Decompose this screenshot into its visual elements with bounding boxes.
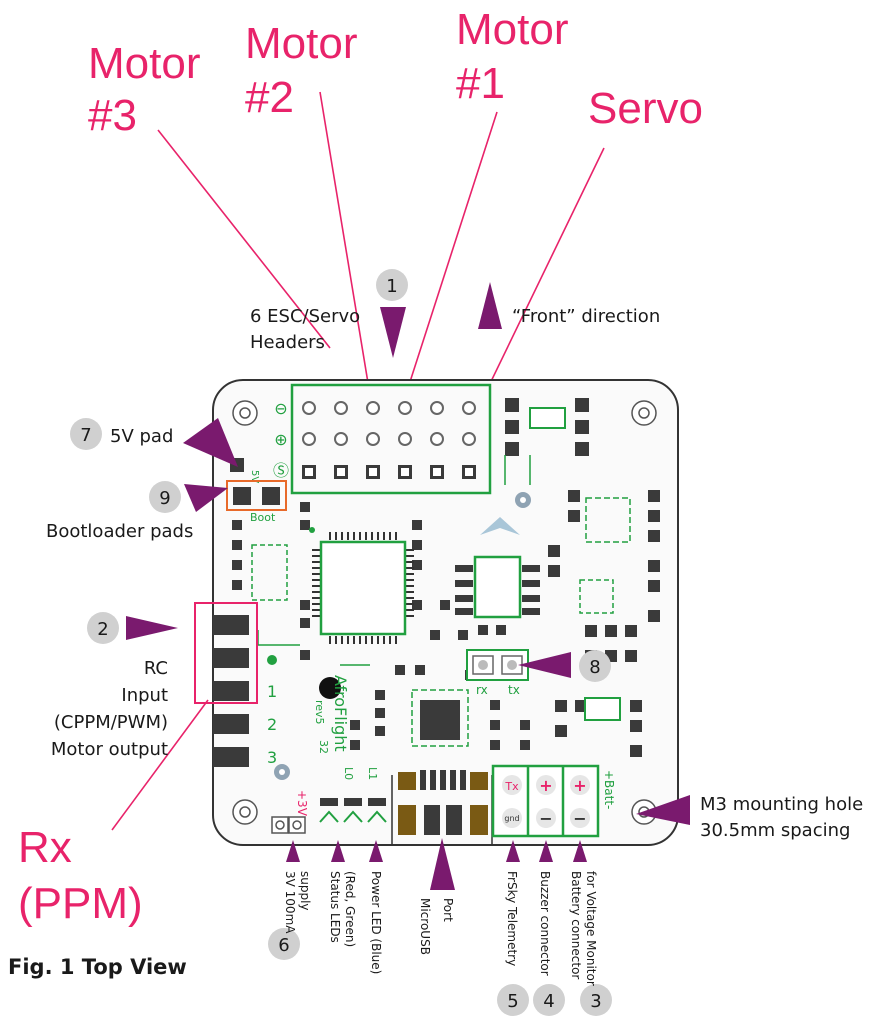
pin-1-silk: 1 bbox=[267, 682, 277, 701]
battery-label-line1: Battery connector bbox=[569, 871, 583, 979]
pin-3-silk: 3 bbox=[267, 748, 277, 767]
boot-pad-left bbox=[233, 487, 251, 505]
usb-ic bbox=[420, 700, 460, 740]
battery-minus: − bbox=[573, 809, 586, 828]
esc-servo-headers bbox=[290, 383, 492, 495]
rx-label-line1: Rx bbox=[18, 823, 72, 872]
buzzer-label: Buzzer connector bbox=[538, 871, 552, 976]
brand-num-silk: 32 bbox=[317, 740, 330, 754]
rc-input-label-line3: (CPPM/PWM) bbox=[54, 712, 168, 733]
green-dot bbox=[267, 655, 277, 665]
figure-caption: Fig. 1 Top View bbox=[8, 955, 187, 979]
5v-pad-label: 5V pad bbox=[110, 426, 173, 447]
status-leds-label-line1: Status LEDs bbox=[328, 871, 342, 943]
soic-chip bbox=[455, 555, 540, 619]
mounting-hole-label-line2: 30.5mm spacing bbox=[700, 820, 850, 841]
boot-silk: Boot bbox=[250, 511, 276, 524]
microusb-port bbox=[391, 770, 493, 845]
battery-plus: + bbox=[573, 776, 586, 795]
badge-5: 5 bbox=[507, 991, 518, 1012]
power-led-label: Power LED (Blue) bbox=[369, 871, 383, 974]
front-direction-label: “Front” direction bbox=[512, 306, 660, 327]
badge-6: 6 bbox=[278, 935, 289, 956]
microusb-label-line2: Port bbox=[441, 898, 455, 922]
mounting-holes bbox=[232, 400, 657, 825]
rx-silk: rx bbox=[476, 683, 488, 697]
badge-7: 7 bbox=[80, 425, 91, 446]
l0-silk: L0 bbox=[342, 767, 355, 780]
motor1-label-line1: Motor bbox=[456, 5, 568, 54]
esc-headers-label-line2: Headers bbox=[250, 332, 325, 353]
rx-label-line2: (PPM) bbox=[18, 879, 143, 928]
supply-label-line2: supply bbox=[298, 871, 312, 911]
gnd-pad-label: gnd bbox=[504, 814, 519, 823]
batt-silk: +Batt- bbox=[602, 770, 616, 809]
black-dot bbox=[319, 677, 341, 699]
badge-1: 1 bbox=[386, 276, 397, 297]
brand-silk: AfroFlight bbox=[331, 675, 350, 752]
callout-lines bbox=[111, 91, 605, 831]
rc-input-pads bbox=[194, 602, 258, 767]
tx-pad-label: Tx bbox=[504, 780, 519, 793]
badge-9: 9 bbox=[159, 488, 170, 509]
badge-2: 2 bbox=[97, 619, 108, 640]
motor2-label-line2: #2 bbox=[245, 73, 294, 122]
rc-input-label-line2: Input bbox=[121, 685, 168, 706]
badge-3: 3 bbox=[590, 991, 601, 1012]
motor1-label-line2: #1 bbox=[456, 59, 505, 108]
rc-input-label-line1: RC bbox=[144, 658, 168, 679]
pointer-arrows bbox=[126, 282, 690, 890]
bootloader-pads-label: Bootloader pads bbox=[46, 521, 193, 542]
servo-label: Servo bbox=[588, 84, 703, 133]
v3-silk: +3V bbox=[295, 790, 309, 817]
number-badges bbox=[70, 269, 612, 1016]
bootloader-pads-outline bbox=[226, 480, 287, 511]
tx-silk: tx bbox=[508, 683, 520, 697]
5v-silk: 5V bbox=[249, 470, 260, 483]
3v-supply-pads bbox=[271, 816, 306, 834]
badge-4: 4 bbox=[543, 991, 554, 1012]
power-connectors bbox=[491, 764, 600, 838]
motor2-label-line1: Motor bbox=[245, 19, 357, 68]
front-chevron-mark bbox=[480, 517, 520, 535]
battery-label-line2: for Voltage Monitor bbox=[584, 871, 598, 986]
microusb-label-line1: MicroUSB bbox=[418, 898, 432, 955]
frsky-label: FrSky Telemetry bbox=[505, 871, 519, 966]
supply-label-line1: 3V 100mA bbox=[283, 871, 297, 934]
esc-headers-label-line1: 6 ESC/Servo bbox=[250, 306, 360, 327]
minus-symbol: ⊖ bbox=[274, 399, 287, 418]
status-leds-label-line2: (Red, Green) bbox=[343, 871, 357, 947]
status-leds bbox=[319, 798, 387, 823]
buzzer-plus: + bbox=[539, 776, 552, 795]
buzzer-minus: − bbox=[539, 809, 552, 828]
rev-silk: rev5 bbox=[313, 700, 326, 725]
mcu-chip bbox=[309, 527, 414, 644]
signal-symbol: Ⓢ bbox=[273, 461, 289, 480]
plus-symbol: ⊕ bbox=[274, 430, 287, 449]
mounting-hole-label-line1: M3 mounting hole bbox=[700, 794, 863, 815]
l1-silk: L1 bbox=[366, 767, 379, 780]
badge-8: 8 bbox=[589, 657, 600, 678]
boot-pad-right bbox=[262, 487, 280, 505]
rc-input-label-line4: Motor output bbox=[51, 739, 168, 760]
motor3-label-line1: Motor bbox=[88, 39, 200, 88]
motor3-label-line2: #3 bbox=[88, 91, 137, 140]
pin-2-silk: 2 bbox=[267, 715, 277, 734]
